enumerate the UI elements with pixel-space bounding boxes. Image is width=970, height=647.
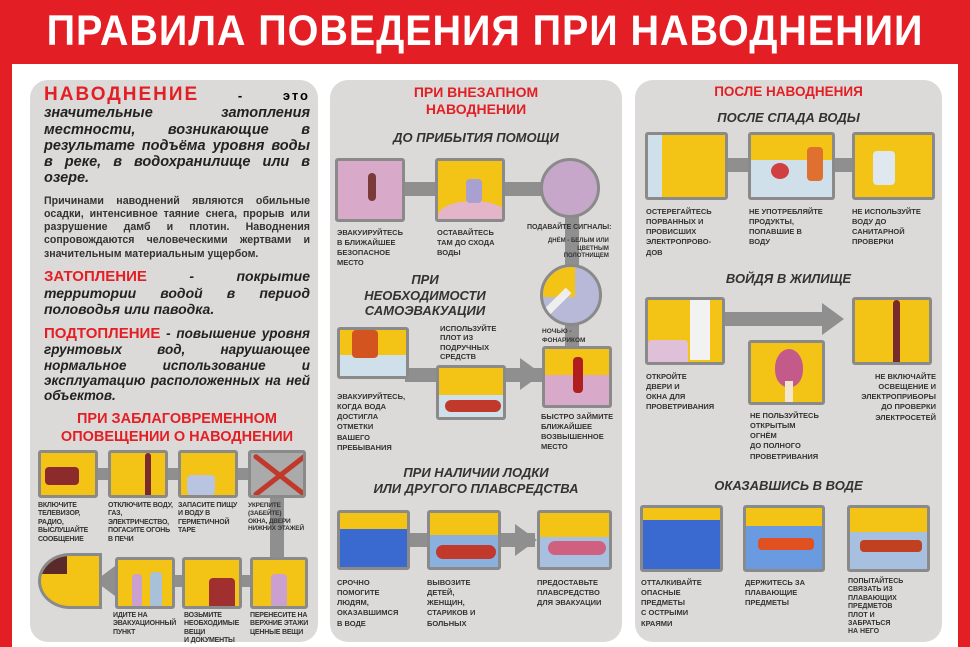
help-people-illustration: [337, 510, 410, 570]
connector: [270, 480, 284, 570]
after-water-heading: ПОСЛЕ СПАДА ВОДЫ: [717, 110, 860, 125]
signal-cloth-illustration: [540, 158, 600, 218]
underflood-def: - повышение уровня грунтовых вод, наруша…: [44, 325, 310, 403]
step-caption: ЭВАКУИРУЙТЕСЬ, КОГДА ВОДА ДОСТИГЛА ОТМЕТ…: [337, 392, 406, 452]
flood-def: значительные затопления местности, возни…: [44, 105, 310, 187]
step-caption: НЕ ПОЛЬЗУЙТЕСЬ ОТКРЫТЫМ ОГНЁМ ДО ПОЛНОГО…: [750, 411, 819, 461]
step-caption: ИСПОЛЬЗУЙТЕ ПЛОТ ИЗ ПОДРУЧНЫХ СРЕДСТВ: [440, 324, 497, 362]
step-caption: УКРЕПИТЕ (ЗАБЕЙТЕ) ОКНА, ДВЕРИ НИЖНИХ ЭТ…: [248, 502, 304, 533]
step-caption: ВЫВОЗИТЕ ДЕТЕЙ, ЖЕНЩИН, СТАРИКОВ И БОЛЬН…: [427, 578, 476, 628]
flood-term: НАВОДНЕНИЕ: [44, 84, 200, 105]
step-caption: ВОЗЬМИТЕ НЕОБХОДИМЫЕ ВЕЩИ И ДОКУМЕНТЫ: [184, 612, 240, 645]
underflood-term: ПОДТОПЛЕНИЕ: [44, 324, 161, 342]
poster-title: ПРАВИЛА ПОВЕДЕНИЯ ПРИ НАВОДНЕНИИ: [46, 7, 924, 55]
step-caption: НЕ ВКЛЮЧАЙТЕ ОСВЕЩЕНИЕ И ЭЛЕКТРОПРИБОРЫ …: [861, 372, 936, 422]
no-fire-illustration: [748, 340, 825, 405]
arrow-right-icon: [822, 303, 844, 335]
flashlight-illustration: [540, 264, 602, 326]
documents-illustration: [182, 557, 242, 609]
night-signal-caption: НОЧЬЮ - ФОНАРИКОМ: [542, 328, 586, 344]
step-caption: ДЕРЖИТЕСЬ ЗА ПЛАВАЮЩИЕ ПРЕДМЕТЫ: [745, 578, 806, 608]
after-flood-heading: ПОСЛЕ НАВОДНЕНИЯ: [714, 84, 863, 99]
connector: [725, 312, 825, 326]
step-caption: ИДИТЕ НА ЭВАКУАЦИОННЫЙ ПУНКТ: [113, 612, 177, 636]
before-help-heading: ДО ПРИБЫТИЯ ПОМОЩИ: [393, 130, 559, 145]
step-caption: ПЕРЕНЕСИТЕ НА ВЕРХНИЕ ЭТАЖИ ЦЕННЫЕ ВЕЩИ: [250, 612, 309, 636]
evacuate-illustration: [335, 158, 405, 222]
water-check-illustration: [852, 132, 935, 200]
radio-illustration: [38, 450, 98, 498]
build-raft-illustration: [847, 505, 930, 572]
raft-illustration: [436, 365, 506, 420]
arrow-right-icon: [520, 358, 542, 390]
provide-boat-illustration: [537, 510, 612, 570]
boat-evacuation-illustration: [427, 510, 501, 570]
step-caption: НЕ УПОТРЕБЛЯЙТЕ ПРОДУКТЫ, ПОПАВШИЕ В ВОД…: [749, 207, 823, 247]
flood-dash: - это: [199, 88, 310, 103]
step-caption: ОТКЛЮЧИТЕ ВОДУ, ГАЗ, ЭЛЕКТРИЧЕСТВО, ПОГА…: [108, 502, 173, 543]
flood-causes: Причинами наводнений являются обильные о…: [44, 194, 310, 260]
step-caption: ОСТАВАЙТЕСЬ ТАМ ДО СХОДА ВОДЫ: [437, 228, 495, 258]
entering-home-heading: ВОЙДЯ В ЖИЛИЩЕ: [725, 271, 852, 286]
day-signal-caption: ДНЁМ - БЕЛЫМ ИЛИ ЦВЕТНЫМ ПОЛОТНИЩЕМ: [548, 238, 609, 259]
boat-heading: ПРИ НАЛИЧИИ ЛОДКИ ИЛИ ДРУГОГО ПЛАВСРЕДСТ…: [373, 465, 579, 496]
electrics-illustration: [852, 297, 932, 365]
push-objects-illustration: [640, 505, 723, 572]
underflood-definition: ПОДТОПЛЕНИЕ - повышение уровня грунтовых…: [44, 324, 310, 403]
step-caption: ПРЕДОСТАВЬТЕ ПЛАВСРЕДСТВО ДЛЯ ЭВАКУАЦИИ: [537, 578, 602, 608]
step-caption: ЭВАКУИРУЙТЕСЬ В БЛИЖАЙШЕЕ БЕЗОПАСНОЕ МЕС…: [337, 228, 403, 268]
step-caption: ВКЛЮЧИТЕ ТЕЛЕВИЗОР, РАДИО, ВЫСЛУШАЙТЕ СО…: [38, 502, 89, 543]
signals-caption: ПОДАВАЙТЕ СИГНАЛЫ:: [527, 224, 612, 231]
high-ground-illustration: [542, 346, 612, 408]
inundation-definition: ЗАТОПЛЕНИЕ - покрытие территории водой в…: [44, 268, 310, 317]
boarded-door-illustration: [248, 450, 306, 498]
advance-warning-heading: ПРИ ЗАБЛАГОВРЕМЕННОМ ОПОВЕЩЕНИИ О НАВОДН…: [60, 411, 294, 445]
utilities-off-illustration: [108, 450, 168, 498]
step-caption: ПОПЫТАЙТЕСЬ СВЯЗАТЬ ИЗ ПЛАВАЮЩИХ ПРЕДМЕТ…: [848, 578, 904, 636]
self-evacuation-heading: ПРИ НЕОБХОДИМОСТИ САМОЭВАКУАЦИИ: [364, 272, 486, 319]
step-caption: БЫСТРО ЗАЙМИТЕ БЛИЖАЙШЕЕ ВОЗВЫШЕННОЕ МЕС…: [541, 412, 614, 452]
arrow-right-icon: [515, 524, 537, 556]
food-water-illustration: [178, 450, 238, 498]
hold-floating-illustration: [743, 505, 825, 572]
upper-floor-illustration: [250, 557, 308, 609]
step-caption: ОТТАЛКИВАЙТЕ ОПАСНЫЕ ПРЕДМЕТЫ С ОСТРЫМИ …: [641, 578, 702, 628]
step-caption: НЕ ИСПОЛЬЗУЙТЕ ВОДУ ДО САНИТАРНОЙ ПРОВЕР…: [852, 207, 921, 247]
inundation-term: ЗАТОПЛЕНИЕ: [44, 268, 147, 286]
water-level-illustration: [337, 327, 409, 379]
stay-illustration: [435, 158, 505, 222]
in-water-heading: ОКАЗАВШИСЬ В ВОДЕ: [714, 478, 863, 493]
step-caption: ОСТЕРЕГАЙТЕСЬ ПОРВАННЫХ И ПРОВИСШИХ ЭЛЕК…: [646, 207, 712, 257]
evacuation-point-illustration: [38, 553, 102, 609]
definitions-column: НАВОДНЕНИЕ - это значительные затопления…: [44, 84, 310, 446]
flood-definition: НАВОДНЕНИЕ - это значительные затопления…: [44, 84, 310, 186]
step-caption: ОТКРОЙТЕ ДВЕРИ И ОКНА ДЛЯ ПРОВЕТРИВАНИЯ: [646, 372, 715, 412]
spoiled-food-illustration: [748, 132, 835, 200]
walking-people-illustration: [115, 557, 175, 609]
inundation-def: - покрытие территории водой в период пол…: [44, 268, 310, 317]
broken-wires-illustration: [645, 132, 728, 200]
step-caption: ЗАПАСИТЕ ПИЩУ И ВОДУ В ГЕРМЕТИЧНОЙ ТАРЕ: [178, 502, 238, 535]
open-window-illustration: [645, 297, 725, 365]
sudden-flood-heading: ПРИ ВНЕЗАПНОМ НАВОДНЕНИИ: [413, 84, 539, 117]
step-caption: СРОЧНО ПОМОГИТЕ ЛЮДЯМ, ОКАЗАВШИМСЯ В ВОД…: [337, 578, 399, 628]
